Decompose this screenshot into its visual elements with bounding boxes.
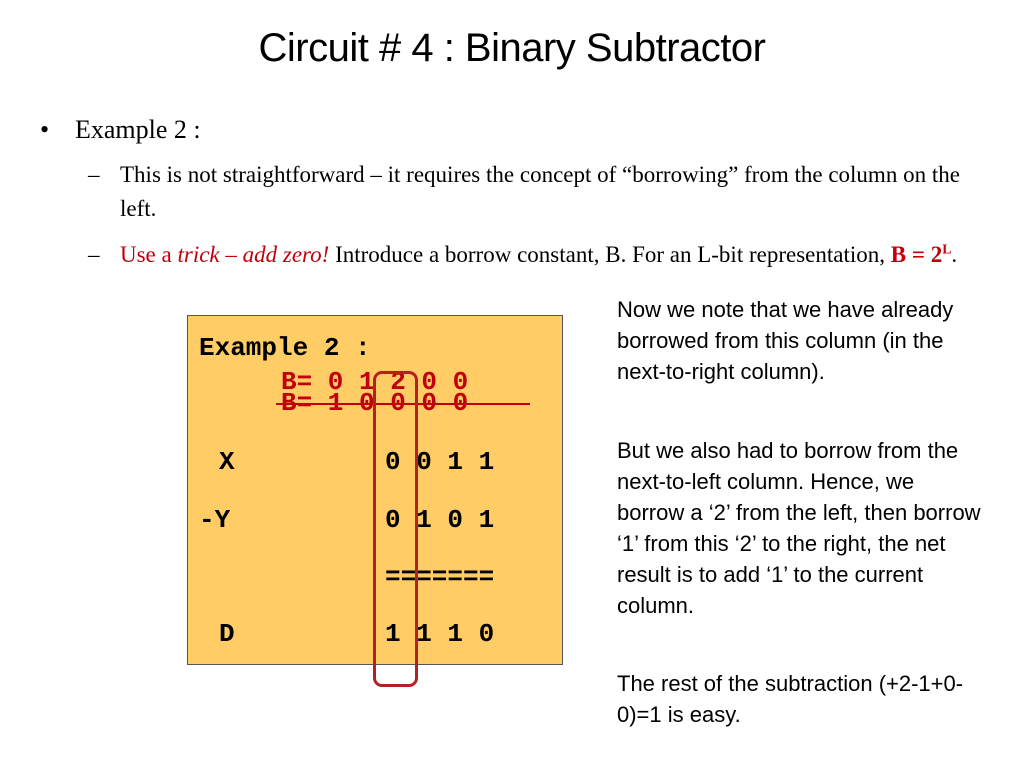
strikethrough-line: [276, 403, 530, 405]
borrow-constant-text: Introduce a borrow constant, B. For an L…: [329, 242, 891, 267]
formula-base: B = 2: [890, 242, 943, 267]
bullet-example: • Example 2 :: [40, 114, 201, 146]
column-highlight: [373, 371, 418, 687]
x-value: 0 0 1 1: [385, 447, 495, 477]
d-label: D: [219, 619, 235, 649]
slide-title: Circuit # 4 : Binary Subtractor: [258, 26, 766, 70]
x-label: X: [219, 447, 235, 477]
note-paragraph-2: But we also had to borrow from the next-…: [617, 438, 981, 618]
sub-bullet-2: – Use a trick – add zero! Introduce a bo…: [88, 238, 998, 272]
trick-phrase: trick – add zero!: [177, 242, 330, 267]
trick-prefix: Use a: [120, 242, 178, 267]
sub-bullet-dash: –: [88, 162, 100, 187]
sub-bullet-1-text: This is not straightforward – it require…: [120, 162, 960, 221]
sub-bullet-dash: –: [88, 242, 100, 267]
panel-heading: Example 2 :: [199, 333, 371, 363]
note-paragraph-3: The rest of the subtraction (+2-1+0-0)=1…: [617, 671, 964, 727]
formula-exponent: L: [942, 241, 952, 257]
y-label: -Y: [199, 505, 231, 535]
borrow-formula: B = 2L: [891, 242, 952, 267]
note-paragraph-1: Now we note that we have already borrowe…: [617, 297, 954, 384]
sentence-end: .: [951, 242, 958, 267]
bullet-marker: •: [40, 115, 50, 144]
bullet-text: Example 2 :: [75, 115, 201, 144]
d-value: 1 1 1 0: [385, 619, 495, 649]
borrow-row-new: B= 0 1 2 0 0: [281, 367, 469, 397]
sub-bullet-2-text: Use a trick – add zero! Introduce a borr…: [120, 238, 998, 272]
y-value: 0 1 0 1: [385, 505, 495, 535]
result-rule: =======: [385, 562, 495, 592]
sub-bullet-1: – This is not straightforward – it requi…: [88, 158, 998, 226]
